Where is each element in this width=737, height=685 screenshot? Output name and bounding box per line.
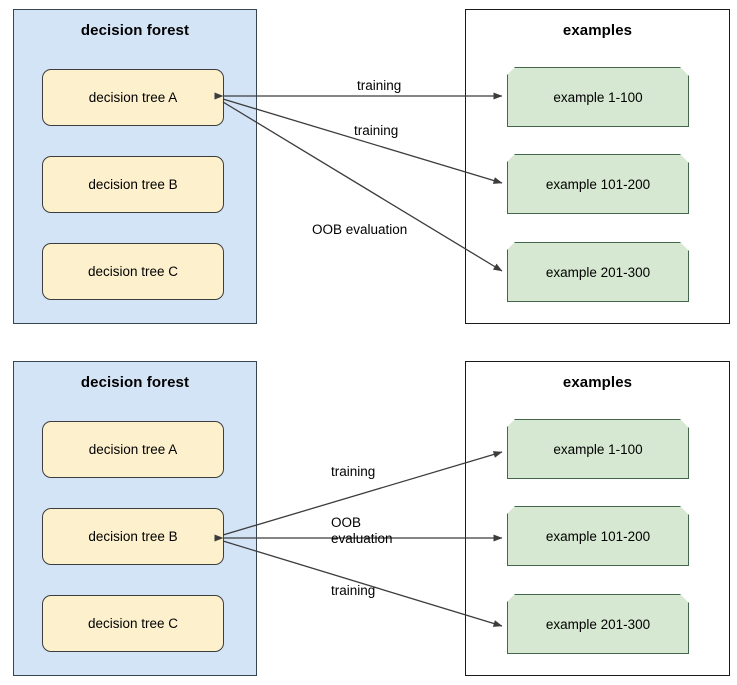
edge-label-training-2: training xyxy=(354,123,399,138)
example-1-100-node[interactable]: example 1-100 xyxy=(507,67,689,127)
example-101-200-node[interactable]: example 101-200 xyxy=(507,506,689,566)
example-201-300-node[interactable]: example 201-300 xyxy=(507,594,689,654)
decision-forest-container: decision forest decision tree A decision… xyxy=(13,9,257,324)
decision-forest-title: decision forest xyxy=(80,22,190,39)
edge-label-oob-evaluation: OOB evaluation xyxy=(331,515,393,546)
example-101-200-node[interactable]: example 101-200 xyxy=(507,154,689,214)
decision-tree-b-node[interactable]: decision tree B xyxy=(42,156,224,213)
decision-forest-container: decision forest decision tree A decision… xyxy=(13,361,257,676)
edge-label-oob-evaluation: OOB evaluation xyxy=(312,222,408,237)
edge-label-training-1: training xyxy=(357,78,402,93)
examples-title: examples xyxy=(562,374,633,391)
decision-tree-a-node[interactable]: decision tree A xyxy=(42,69,224,126)
decision-tree-b-node[interactable]: decision tree B xyxy=(42,508,224,565)
decision-tree-a-node[interactable]: decision tree A xyxy=(42,421,224,478)
decision-tree-c-node[interactable]: decision tree C xyxy=(42,243,224,300)
decision-forest-title: decision forest xyxy=(80,374,190,391)
examples-container: examples example 1-100 example 101-200 e… xyxy=(465,9,730,324)
examples-container: examples example 1-100 example 101-200 e… xyxy=(465,361,730,676)
example-1-100-node[interactable]: example 1-100 xyxy=(507,419,689,479)
edge-tree-a-to-example-101-200 xyxy=(222,98,503,184)
examples-title: examples xyxy=(562,22,633,39)
panel-tree-a: decision forest decision tree A decision… xyxy=(0,0,737,340)
decision-tree-c-node[interactable]: decision tree C xyxy=(42,595,224,652)
panel-tree-b: decision forest decision tree A decision… xyxy=(0,345,737,685)
example-201-300-node[interactable]: example 201-300 xyxy=(507,242,689,302)
edge-label-training-2: training xyxy=(331,583,376,598)
edge-label-training-1: training xyxy=(331,464,376,479)
